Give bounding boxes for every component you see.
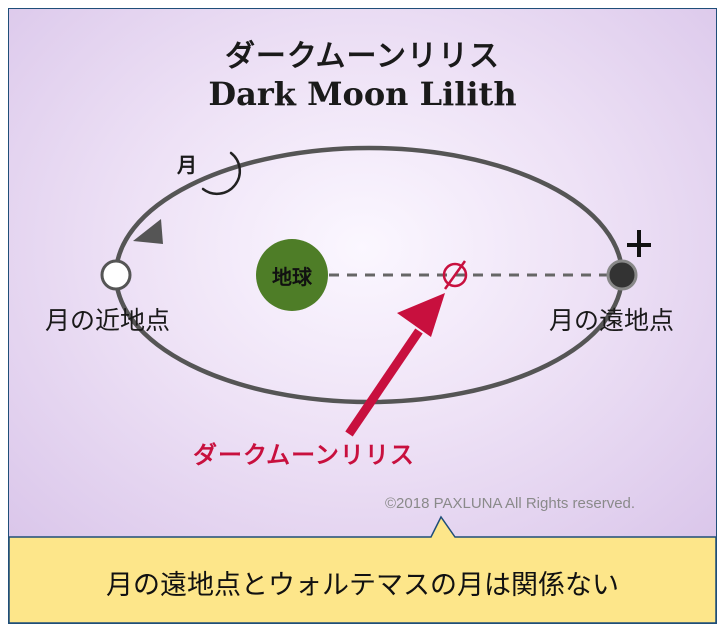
perigee-point xyxy=(100,259,132,291)
dark-moon-lilith-label: ダークムーンリリス xyxy=(193,441,415,469)
callout-text: 月の遠地点とウォルテマスの月は関係ない xyxy=(106,570,619,601)
moon-label: 月 xyxy=(177,153,197,177)
apogee-label: 月の遠地点 xyxy=(549,306,675,335)
empty-set-icon xyxy=(442,260,468,290)
diagram-canvas xyxy=(9,145,716,623)
earth-circle xyxy=(256,239,328,311)
lilith-symbol-icon xyxy=(625,184,651,257)
callout-box xyxy=(9,515,716,623)
perigee-label: 月の近地点 xyxy=(45,306,171,335)
dark-moon-arrow xyxy=(345,293,445,437)
apogee-point xyxy=(606,259,638,291)
copyright-notice: ©2018 PAXLUNA All Rights reserved. xyxy=(385,495,636,512)
orbit-direction-arrow-icon xyxy=(133,219,163,244)
diagram-frame: ダークムーンリリス Dark Moon Lilith 月 月の近地点 月の遠地点… xyxy=(8,8,717,624)
earth-label: 地球 xyxy=(272,265,312,289)
title-english: Dark Moon Lilith xyxy=(208,75,517,113)
title-japanese: ダークムーンリリス xyxy=(224,39,501,74)
crescent-moon-icon xyxy=(201,151,241,196)
